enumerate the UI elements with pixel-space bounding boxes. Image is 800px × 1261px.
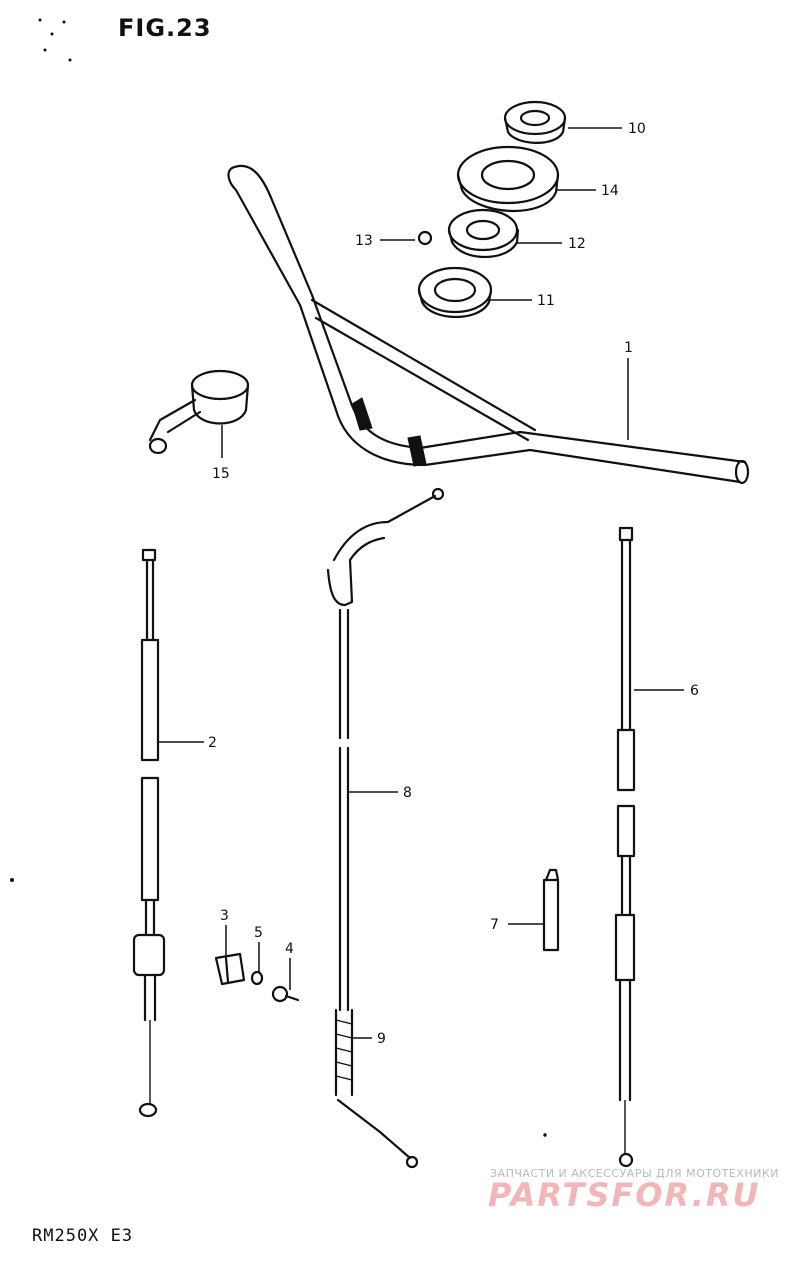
callout-4: 4 xyxy=(285,941,294,957)
nut-10 xyxy=(503,100,567,144)
ball-13 xyxy=(417,230,433,246)
model-code: RM250X E3 xyxy=(32,1226,134,1246)
callout-6: 6 xyxy=(690,683,699,699)
clamp-3 xyxy=(214,952,246,986)
tube-7 xyxy=(542,868,560,952)
callout-2: 2 xyxy=(208,735,217,751)
washer-12 xyxy=(447,208,520,259)
watermark-logo: PARTSFOR.RU xyxy=(488,1176,761,1214)
watermark-tagline: ЗАПЧАСТИ И АКСЕССУАРЫ ДЛЯ МОТОТЕХНИКИ xyxy=(490,1167,779,1180)
callout-numbers: 1 2 3 4 5 6 7 8 9 10 11 12 13 14 15 xyxy=(208,121,699,1047)
washer-14 xyxy=(456,145,560,212)
leader-lines xyxy=(158,127,684,1039)
figure-title: FIG.23 xyxy=(118,14,212,42)
callout-3: 3 xyxy=(220,908,229,924)
callout-12: 12 xyxy=(568,236,586,252)
cable-6 xyxy=(614,526,636,1168)
callout-10: 10 xyxy=(628,121,646,137)
handlebar xyxy=(227,164,750,485)
washer-5 xyxy=(250,970,264,986)
bearing-11 xyxy=(417,266,493,319)
throttle-boot-9 xyxy=(334,1008,419,1169)
clutch-cable-2 xyxy=(132,548,166,1118)
scan-noise xyxy=(10,18,547,1137)
callout-1: 1 xyxy=(624,340,633,356)
callout-14: 14 xyxy=(601,183,619,199)
callout-15: 15 xyxy=(212,466,230,482)
callout-13: 13 xyxy=(355,233,373,249)
callout-9: 9 xyxy=(377,1031,386,1047)
callout-5: 5 xyxy=(254,925,263,941)
throttle-cable-8 xyxy=(326,487,445,1012)
callout-8: 8 xyxy=(403,785,412,801)
callout-7: 7 xyxy=(490,917,499,933)
callout-11: 11 xyxy=(537,293,555,309)
kill-switch-15 xyxy=(148,369,250,455)
bolt-4 xyxy=(271,985,300,1003)
